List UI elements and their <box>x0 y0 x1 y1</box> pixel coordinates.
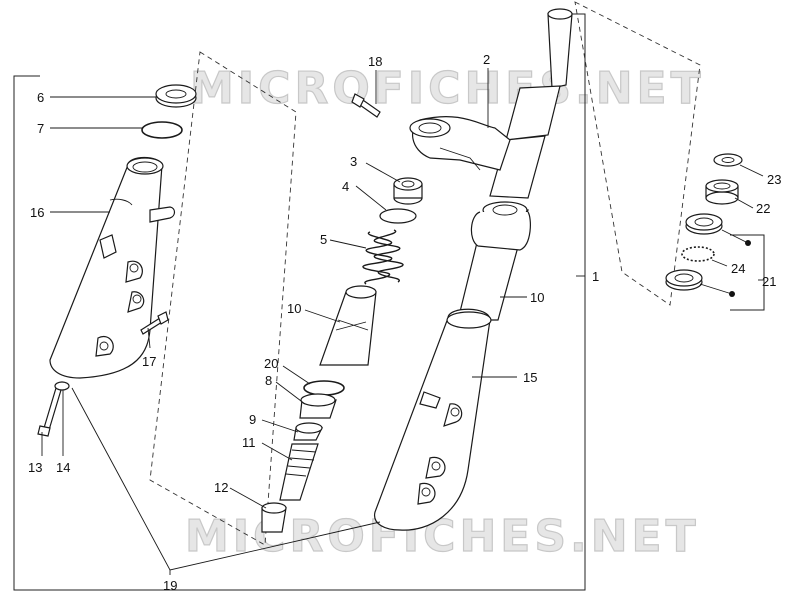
label-1: 1 <box>592 269 599 284</box>
watermark-top: MICROFICHES.NET <box>190 63 705 114</box>
bolt-18 <box>351 93 381 118</box>
fork-leg-right <box>374 308 492 531</box>
label-20: 20 <box>264 356 278 371</box>
piston-8 <box>299 393 337 419</box>
exploded-frame-right <box>574 1 701 306</box>
label-7: 7 <box>37 121 44 136</box>
label-13: 13 <box>28 460 42 475</box>
label-12: 12 <box>214 480 228 495</box>
spring-seat-4 <box>379 208 417 224</box>
label-21: 21 <box>762 274 776 289</box>
cap-12 <box>261 502 287 533</box>
label-6: 6 <box>37 90 44 105</box>
washer-14 <box>54 381 70 391</box>
label-24: 24 <box>731 261 745 276</box>
part-labels: 6 7 16 17 13 14 18 2 3 4 5 10 20 8 9 11 … <box>28 52 781 593</box>
bearing-race-upper <box>685 213 723 235</box>
circlip <box>141 121 183 139</box>
circlip-20 <box>303 380 345 396</box>
washer-23 <box>713 153 743 167</box>
label-4: 4 <box>342 179 349 194</box>
label-18: 18 <box>368 54 382 69</box>
exploded-frame-left <box>149 51 297 546</box>
label-2: 2 <box>483 52 490 67</box>
label-9: 9 <box>249 412 256 427</box>
label-10-left: 10 <box>287 301 301 316</box>
screw-17 <box>140 311 169 335</box>
steering-stem <box>409 8 573 199</box>
bearing-race-lower <box>665 269 703 291</box>
label-15: 15 <box>523 370 537 385</box>
bolt-13 <box>37 387 62 437</box>
bushing-3 <box>393 177 423 205</box>
label-22: 22 <box>756 201 770 216</box>
leader-lines <box>41 68 764 575</box>
label-11: 11 <box>242 435 256 450</box>
fork-tube-right <box>457 201 531 321</box>
label-23: 23 <box>767 172 781 187</box>
label-8: 8 <box>265 373 272 388</box>
ring-nut-22 <box>705 179 739 205</box>
fork-leg-left <box>49 156 176 379</box>
label-19: 19 <box>163 578 177 593</box>
spring-rod-11 <box>279 443 319 501</box>
label-5: 5 <box>320 232 327 247</box>
assembly-1-bracket <box>13 13 586 591</box>
label-10-right: 10 <box>530 290 544 305</box>
label-3: 3 <box>350 154 357 169</box>
spring-5 <box>362 229 404 285</box>
label-16: 16 <box>30 205 44 220</box>
assembly-21-bracket <box>730 234 765 311</box>
damper-tube <box>319 285 377 366</box>
rod-9 <box>293 422 323 441</box>
oil-seal <box>155 84 197 108</box>
ball-bearing-24 <box>681 246 715 262</box>
label-14: 14 <box>56 460 70 475</box>
label-17: 17 <box>142 354 156 369</box>
